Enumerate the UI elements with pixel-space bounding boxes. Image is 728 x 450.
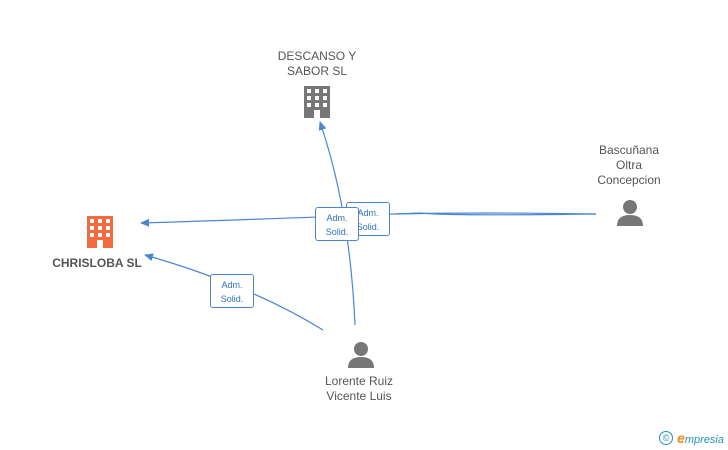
edge-badge-line1: Adm. — [326, 213, 348, 223]
person-label-lorente-line2: Vicente Luis — [326, 389, 392, 403]
person-label-bascunana[interactable]: Bascuñana Oltra Concepcion — [574, 143, 684, 188]
building-icon-chrisloba — [87, 216, 113, 248]
edge-badge-line1: Adm. — [221, 280, 243, 290]
person-label-lorente[interactable]: Lorente Ruiz Vicente Luis — [304, 374, 414, 404]
person-icon-lorente — [348, 342, 374, 368]
brand-initial: e — [677, 430, 685, 446]
company-label-descanso[interactable]: DESCANSO Y SABOR SL — [262, 49, 372, 79]
building-icon-descanso — [304, 86, 330, 118]
company-label-descanso-line1: DESCANSO Y — [277, 49, 357, 63]
brand-rest: mpresia — [684, 434, 724, 446]
person-label-bascunana-line1: Bascuñana — [598, 143, 660, 157]
edge-bascunana-chrisloba-2 — [394, 212, 597, 215]
footer-brand[interactable]: © empresia — [659, 430, 724, 446]
edge-badge-line2: Solid. — [356, 222, 380, 232]
copyright-icon: © — [659, 431, 674, 445]
person-icon-bascunana — [617, 200, 643, 226]
edge-badge-lorente-chrisloba[interactable]: Adm. Solid. — [210, 274, 254, 308]
person-label-bascunana-line3: Concepcion — [597, 173, 661, 187]
edge-badge-bascunana-chrisloba[interactable]: Adm. Solid. — [315, 207, 359, 241]
person-label-lorente-line1: Lorente Ruiz — [324, 374, 394, 388]
company-label-chrisloba[interactable]: CHRISLOBA SL — [52, 256, 142, 270]
company-label-descanso-line2: SABOR SL — [286, 64, 348, 78]
brand-logo: empresia — [677, 430, 724, 446]
edge-badge-line2: Solid. — [220, 294, 244, 304]
person-label-bascunana-line2: Oltra — [615, 158, 642, 172]
edge-badge-line2: Solid. — [325, 227, 349, 237]
edge-badge-line1: Adm. — [357, 208, 379, 218]
